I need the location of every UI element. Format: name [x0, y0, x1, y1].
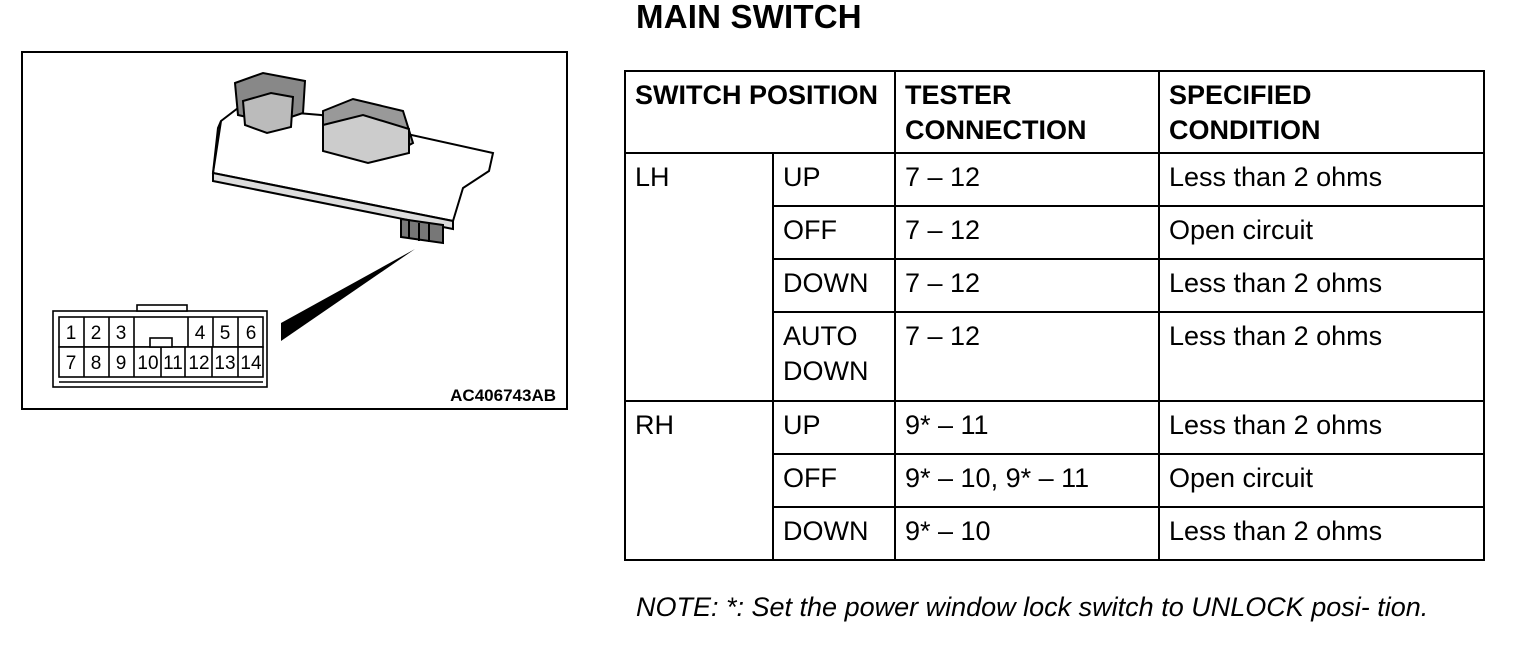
- pin-6: 6: [246, 323, 257, 344]
- tester-cell: 7 – 12: [894, 258, 1160, 313]
- table-row: OFF 9* – 10, 9* – 11 Open circuit: [625, 453, 1485, 508]
- position-cell: DOWN: [772, 506, 896, 561]
- tester-cell: 9* – 10: [894, 506, 1160, 561]
- switch-illustration: 1 2 3 4 5 6 7 8 9 10 11 12 13 14 AC40674…: [21, 51, 568, 410]
- position-cell: OFF: [772, 453, 896, 508]
- pin-2: 2: [91, 323, 102, 344]
- figure-code: AC406743AB: [450, 386, 556, 405]
- table-row: RH UP 9* – 11 Less than 2 ohms: [624, 400, 1485, 561]
- pin-11: 11: [163, 353, 183, 374]
- table-row: OFF 7 – 12 Open circuit: [625, 205, 1485, 260]
- pin-10: 10: [137, 353, 158, 374]
- tester-cell: 9* – 10, 9* – 11: [894, 453, 1160, 508]
- pin-7: 7: [66, 353, 77, 374]
- pin-1: 1: [66, 323, 77, 344]
- table-row: DOWN 7 – 12 Less than 2 ohms: [625, 258, 1485, 313]
- pin-5: 5: [220, 323, 231, 344]
- pin-3: 3: [116, 323, 127, 344]
- condition-cell: Less than 2 ohms: [1158, 258, 1485, 313]
- tester-cell: 7 – 12: [894, 311, 1160, 402]
- table-row: LH UP 7 – 12 Less than 2 ohms: [624, 152, 1485, 402]
- tester-cell: 7 – 12: [894, 152, 1160, 207]
- side-rh: RH: [624, 400, 774, 561]
- header-switch-position: SWITCH POSITION: [624, 70, 896, 154]
- table-row: DOWN 9* – 10 Less than 2 ohms: [625, 506, 1485, 561]
- condition-cell: Less than 2 ohms: [1158, 400, 1485, 455]
- tester-cell: 9* – 11: [894, 400, 1160, 455]
- condition-cell: Less than 2 ohms: [1158, 311, 1485, 402]
- pin-12: 12: [188, 353, 209, 374]
- condition-cell: Open circuit: [1158, 453, 1485, 508]
- position-cell: DOWN: [772, 258, 896, 313]
- pin-4: 4: [195, 323, 206, 344]
- condition-cell: Open circuit: [1158, 205, 1485, 260]
- note-text: NOTE: *: Set the power window lock switc…: [636, 592, 1429, 622]
- condition-cell: Less than 2 ohms: [1158, 152, 1485, 207]
- pin-14: 14: [240, 353, 262, 374]
- page-title: MAIN SWITCH: [636, 0, 862, 35]
- side-lh: LH: [624, 152, 774, 402]
- pin-13: 13: [214, 353, 235, 374]
- position-cell: UP: [772, 400, 896, 455]
- position-cell: UP: [772, 152, 896, 207]
- tester-cell: 7 – 12: [894, 205, 1160, 260]
- switch-drawing: 1 2 3 4 5 6 7 8 9 10 11 12 13 14: [52, 71, 495, 388]
- pin-9: 9: [116, 353, 127, 374]
- position-cell: OFF: [772, 205, 896, 260]
- pin-8: 8: [91, 353, 102, 374]
- condition-cell: Less than 2 ohms: [1158, 506, 1485, 561]
